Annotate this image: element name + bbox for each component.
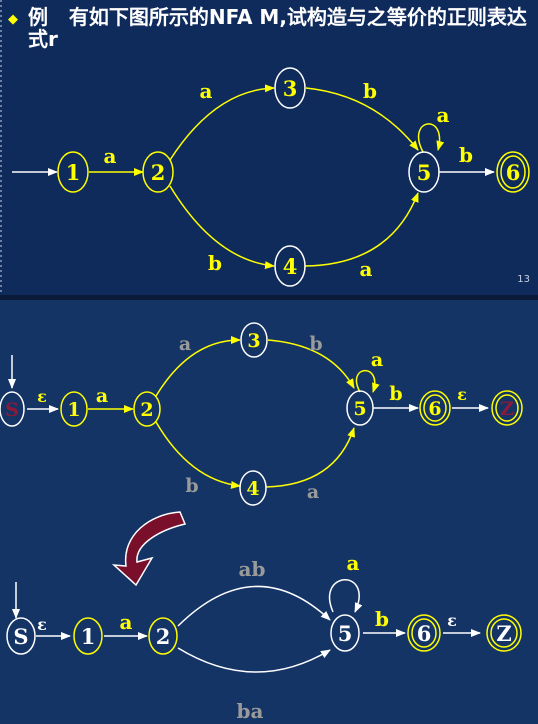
state-5: 5 bbox=[408, 151, 440, 193]
label-edge-2-3-top: a bbox=[179, 333, 191, 355]
label-edge-3-5-top: b bbox=[309, 333, 322, 355]
label-edge-1-2-top: a bbox=[96, 385, 108, 407]
state-Z-bottom: Z bbox=[486, 614, 522, 652]
label-edge-1-2: a bbox=[104, 144, 117, 168]
state-S-bottom: S bbox=[6, 617, 36, 655]
svg-text:5: 5 bbox=[353, 398, 366, 420]
state-1-bottom: 1 bbox=[73, 617, 103, 655]
state-4-top: 4 bbox=[239, 470, 267, 506]
svg-text:3: 3 bbox=[247, 330, 260, 352]
label-edge-1-2-bottom: a bbox=[120, 610, 133, 634]
edge-2-3-top bbox=[155, 336, 241, 397]
state-4: 4 bbox=[274, 245, 306, 287]
augmented-nfa: S 1 2 3 4 bbox=[0, 322, 523, 506]
label-edge-4-5: a bbox=[360, 257, 373, 281]
edge-2-5-ab bbox=[177, 585, 331, 627]
label-edge-2-5-ab: ab bbox=[239, 557, 266, 581]
state-5-bottom: 5 bbox=[330, 614, 360, 652]
nfa-diagram: 1 2 3 4 5 6 a bbox=[12, 67, 530, 287]
label-edge-2-5-ba: ba bbox=[237, 699, 264, 723]
edge-5-5-loop-top bbox=[355, 369, 380, 393]
nfa-transformation-diagram: S 1 2 3 4 bbox=[0, 322, 523, 723]
svg-text:S: S bbox=[13, 624, 28, 649]
label-edge-2-3: a bbox=[200, 79, 213, 103]
edge-5-5-loop bbox=[417, 123, 445, 153]
svg-text:6: 6 bbox=[417, 621, 432, 646]
state-Z-top: Z bbox=[491, 390, 523, 426]
edge-2-3 bbox=[169, 84, 275, 161]
svg-text:4: 4 bbox=[246, 478, 259, 500]
label-edge-5-5-top: a bbox=[371, 349, 383, 371]
transform-arrow-icon bbox=[111, 511, 187, 587]
slide-1: ◆ 例 有如下图所示的NFA M,试构造与之等价的正则表达式r 13 bbox=[0, 0, 538, 295]
state-2-bottom: 2 bbox=[148, 617, 178, 655]
state-2: 2 bbox=[142, 151, 174, 193]
label-edge-5-5-bottom: a bbox=[347, 551, 360, 575]
label-edge-6-Z-top: ε bbox=[457, 385, 467, 404]
label-edge-5-6: b bbox=[459, 143, 473, 167]
svg-text:2: 2 bbox=[156, 624, 171, 649]
state-6-top: 6 bbox=[419, 390, 451, 426]
svg-text:Z: Z bbox=[496, 621, 511, 646]
state-S-top: S bbox=[0, 391, 25, 427]
slide-edge-dotted-line bbox=[0, 0, 2, 295]
svg-text:5: 5 bbox=[417, 160, 432, 185]
edge-2-4-top bbox=[155, 421, 241, 489]
label-edge-5-6-top: b bbox=[389, 383, 402, 405]
svg-text:6: 6 bbox=[428, 398, 441, 420]
edge-3-5-top bbox=[267, 339, 355, 389]
edge-4-5-top bbox=[265, 427, 355, 488]
svg-text:1: 1 bbox=[67, 399, 80, 421]
heading-text: 例 有如下图所示的NFA M,试构造与之等价的正则表达式r bbox=[28, 5, 527, 51]
edge-5-5-loop-bottom bbox=[328, 579, 363, 613]
label-edge-4-5-top: a bbox=[307, 481, 319, 503]
label-edge-2-4: b bbox=[208, 251, 222, 275]
diamond-bullet-icon: ◆ bbox=[8, 12, 18, 27]
label-edge-5-5: a bbox=[437, 103, 450, 127]
edge-3-5 bbox=[305, 87, 419, 151]
slide-heading: ◆ 例 有如下图所示的NFA M,试构造与之等价的正则表达式r bbox=[8, 6, 528, 50]
label-edge-2-4-top: b bbox=[185, 475, 198, 497]
label-edge-S-1-bottom: ε bbox=[37, 615, 47, 634]
svg-text:1: 1 bbox=[66, 160, 81, 185]
page-number: 13 bbox=[517, 274, 530, 285]
svg-text:5: 5 bbox=[338, 621, 353, 646]
state-3: 3 bbox=[274, 67, 306, 109]
label-edge-S-1-top: ε bbox=[37, 387, 47, 406]
svg-text:2: 2 bbox=[140, 399, 153, 421]
state-5-top: 5 bbox=[346, 390, 374, 426]
edge-4-5 bbox=[304, 192, 419, 267]
edge-2-5-ba bbox=[177, 647, 331, 673]
state-6-bottom: 6 bbox=[407, 614, 441, 652]
svg-text:6: 6 bbox=[506, 160, 521, 185]
svg-text:Z: Z bbox=[500, 398, 514, 420]
svg-text:S: S bbox=[5, 399, 19, 421]
state-1-top: 1 bbox=[60, 391, 88, 427]
state-6-final: 6 bbox=[496, 151, 530, 193]
slide-separator bbox=[0, 295, 538, 300]
svg-text:1: 1 bbox=[81, 624, 96, 649]
svg-text:4: 4 bbox=[283, 254, 298, 279]
label-edge-6-Z-bottom: ε bbox=[447, 611, 457, 630]
state-1: 1 bbox=[57, 151, 89, 193]
svg-text:3: 3 bbox=[283, 76, 298, 101]
state-3-top: 3 bbox=[240, 322, 268, 358]
label-edge-5-6-bottom: b bbox=[375, 607, 389, 631]
svg-text:2: 2 bbox=[151, 160, 166, 185]
label-edge-3-5: b bbox=[363, 79, 377, 103]
edge-2-4 bbox=[169, 185, 275, 270]
reduced-nfa: S 1 2 5 6 bbox=[6, 551, 522, 723]
state-2-top: 2 bbox=[133, 391, 161, 427]
slide-2: S 1 2 3 4 bbox=[0, 300, 538, 724]
